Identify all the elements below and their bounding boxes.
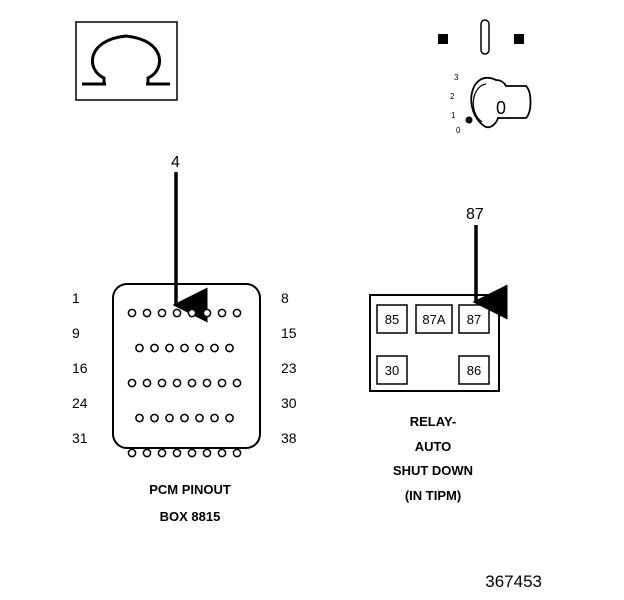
pcm-pin — [210, 343, 219, 353]
relay-terminal — [376, 304, 408, 334]
ohmmeter-icon — [82, 34, 170, 86]
pcm-pin — [187, 308, 197, 318]
pcm-pin-label-right: 38 — [281, 430, 297, 446]
pcm-pin — [232, 378, 242, 388]
pcm-pin — [180, 343, 189, 353]
ohmmeter-symbol — [75, 21, 178, 101]
pcm-pin — [217, 448, 227, 458]
relay-caption-line: SHUT DOWN — [393, 463, 473, 478]
pcm-caption-line: PCM PINOUT — [149, 482, 231, 497]
pcm-pin — [217, 308, 227, 318]
key-position-label: 0 — [456, 126, 461, 135]
key-body — [470, 77, 532, 129]
pcm-pin — [187, 448, 197, 458]
pcm-pin-label-right: 15 — [281, 325, 297, 341]
key-slot-mark-right — [514, 34, 524, 44]
pcm-pin — [165, 343, 174, 353]
pcm-pin — [150, 343, 159, 353]
pcm-pin-label-right: 23 — [281, 360, 297, 376]
key-slot-mark-left — [438, 34, 448, 44]
key-position-label: 3 — [454, 73, 459, 82]
relay-terminal — [458, 304, 490, 334]
relay-terminal — [415, 304, 453, 334]
key-position-label: 2 — [450, 92, 455, 101]
relay-terminal-label: 86 — [467, 363, 481, 378]
relay-caption-line: RELAY- — [410, 414, 456, 429]
pcm-pin — [225, 413, 234, 423]
key-position-indicator — [465, 116, 473, 124]
relay-caption-line: AUTO — [415, 439, 452, 454]
relay-body — [369, 294, 500, 392]
pcm-pin — [232, 308, 242, 318]
relay-arrow-label: 87 — [466, 206, 484, 223]
relay-terminal-label: 87 — [467, 312, 481, 327]
pcm-pin — [135, 343, 144, 353]
pcm-pin-label-left: 31 — [72, 430, 88, 446]
pcm-pin — [157, 308, 167, 318]
key-label: 0 — [496, 98, 506, 118]
key-slot — [480, 19, 490, 55]
ohmmeter-box — [75, 21, 178, 101]
key-position-label: 1 — [451, 111, 456, 120]
figure-id: 367453 — [485, 572, 542, 591]
pcm-pin — [195, 413, 204, 423]
pcm-caption-line: BOX 8815 — [160, 509, 221, 524]
pcm-pin — [217, 378, 227, 388]
pcm-pin — [135, 413, 144, 423]
pcm-pin-label-left: 24 — [72, 395, 88, 411]
pcm-pin — [157, 378, 167, 388]
pcm-pin — [165, 413, 174, 423]
relay-terminal-label: 87A — [422, 312, 445, 327]
pcm-pin — [225, 343, 234, 353]
pcm-pin — [172, 448, 182, 458]
pcm-pin — [172, 378, 182, 388]
pcm-pin — [127, 448, 137, 458]
ignition-key-icon: 3 2 1 0 0 — [438, 19, 532, 135]
pcm-arrow-label: 4 — [171, 154, 180, 171]
relay-terminal — [376, 355, 408, 385]
pcm-connector — [112, 283, 261, 458]
pcm-pin — [142, 308, 152, 318]
pcm-pin-label-left: 16 — [72, 360, 88, 376]
relay: 85 87A 87 30 86 — [369, 294, 500, 392]
pcm-pin — [142, 378, 152, 388]
pcm-pin — [150, 413, 159, 423]
pcm-pin — [195, 343, 204, 353]
pcm-pin — [210, 413, 219, 423]
pcm-pin — [142, 448, 152, 458]
pcm-pin-label-left: 9 — [72, 325, 80, 341]
pcm-connector-body — [112, 283, 261, 449]
pcm-pin — [127, 378, 137, 388]
relay-terminal-label: 30 — [385, 363, 399, 378]
pcm-pin-label-right: 30 — [281, 395, 297, 411]
pcm-pin — [157, 448, 167, 458]
pcm-pin — [187, 378, 197, 388]
pcm-pin — [202, 378, 212, 388]
relay-terminal — [458, 355, 490, 385]
relay-caption-line: (IN TIPM) — [405, 488, 461, 503]
pcm-pin-array — [127, 308, 242, 458]
pcm-pin — [127, 308, 137, 318]
pcm-pin-label-right: 8 — [281, 290, 289, 306]
pcm-pin-probed — [172, 308, 182, 318]
pcm-pin — [202, 308, 212, 318]
pcm-pin — [202, 448, 212, 458]
pcm-pin — [180, 413, 189, 423]
pcm-pin-label-left: 1 — [72, 290, 80, 306]
pcm-pin — [232, 448, 242, 458]
relay-terminal-label: 85 — [385, 312, 399, 327]
